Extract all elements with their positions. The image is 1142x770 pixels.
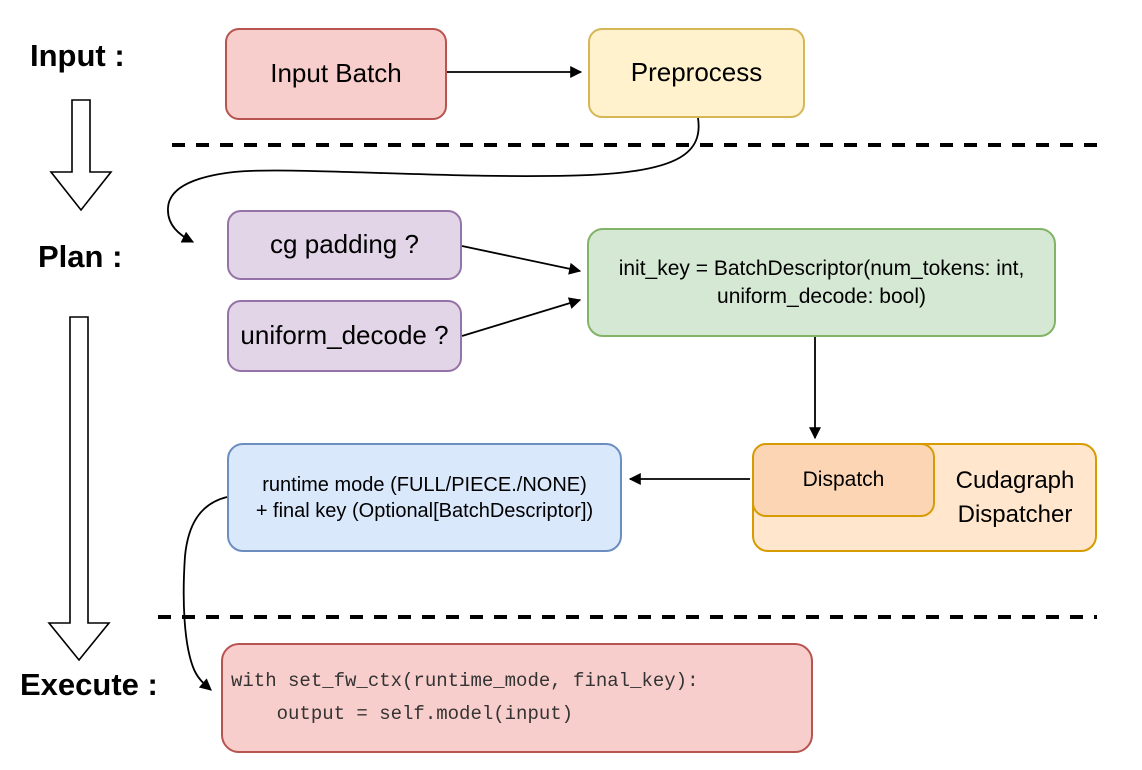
node-dispatch-label: Dispatch <box>802 468 885 492</box>
node-input-batch-label: Input Batch <box>270 58 402 89</box>
node-init-key-line2: uniform_decode: bool) <box>717 284 926 308</box>
node-input-batch: Input Batch <box>225 28 447 120</box>
section-label-input: Input : <box>30 38 125 73</box>
node-dispatch: Dispatch <box>752 443 935 517</box>
node-preprocess: Preprocess <box>588 28 805 118</box>
node-runtime-result-line2: + final key (Optional[BatchDescriptor]) <box>255 499 594 522</box>
node-preprocess-label: Preprocess <box>630 57 763 88</box>
arrow-uniform-decode-to-init-key <box>461 297 582 337</box>
node-init-key: init_key = BatchDescriptor(num_tokens: i… <box>587 228 1056 337</box>
node-init-key-line1: init_key = BatchDescriptor(num_tokens: i… <box>618 257 1025 281</box>
hollow-arrow-input <box>49 99 113 212</box>
node-uniform-decode-label: uniform_decode ? <box>240 320 449 351</box>
hollow-arrow-plan-to-execute <box>47 316 111 662</box>
node-execute-code: with set_fw_ctx(runtime_mode, final_key)… <box>221 643 813 753</box>
node-cudagraph-dispatcher-label: Cudagraph Dispatcher <box>935 458 1095 538</box>
node-runtime-result-line1: runtime mode (FULL/PIECE./NONE) <box>262 473 587 496</box>
execute-code-line1: with set_fw_ctx(runtime_mode, final_key)… <box>231 670 699 693</box>
section-label-execute: Execute : <box>20 667 158 702</box>
arrow-cg-padding-to-init-key <box>461 245 582 275</box>
node-cg-padding-label: cg padding ? <box>270 229 419 260</box>
execute-code-line2: output = self.model(input) <box>231 703 574 725</box>
node-runtime-result: runtime mode (FULL/PIECE./NONE) + final … <box>227 443 622 552</box>
section-label-plan: Plan : <box>38 239 123 274</box>
cudagraph-label-line2: Dispatcher <box>957 501 1073 528</box>
node-cg-padding: cg padding ? <box>227 210 462 280</box>
node-uniform-decode: uniform_decode ? <box>227 300 462 372</box>
cudagraph-label-line1: Cudagraph <box>955 467 1075 495</box>
